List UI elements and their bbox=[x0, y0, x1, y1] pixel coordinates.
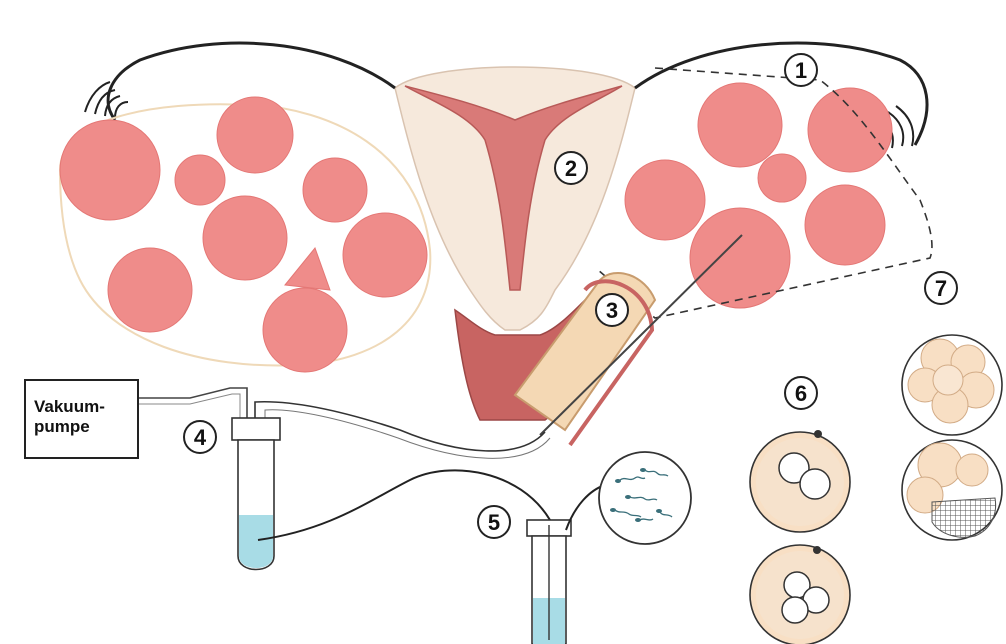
follicle bbox=[263, 288, 347, 372]
collection-tube bbox=[232, 418, 550, 570]
marker-7: 7 bbox=[935, 276, 947, 301]
follicle bbox=[808, 88, 892, 172]
polar-body bbox=[813, 546, 821, 554]
vacuum-pump: Vakuum- pumpe bbox=[25, 380, 138, 458]
polar-body bbox=[814, 430, 822, 438]
collection-tube-stopper bbox=[232, 418, 280, 440]
blastocyst bbox=[902, 440, 1002, 540]
morula bbox=[902, 335, 1002, 435]
follicle bbox=[203, 196, 287, 280]
collection-tube-liquid bbox=[239, 515, 273, 568]
marker-3: 3 bbox=[606, 298, 618, 323]
sperm-magnifier bbox=[599, 452, 691, 544]
marker-1: 1 bbox=[795, 58, 807, 83]
follicle bbox=[303, 158, 367, 222]
early-embryo bbox=[750, 545, 850, 644]
follicle bbox=[217, 97, 293, 173]
vacuum-pump-label-line2: pumpe bbox=[34, 417, 90, 436]
follicle bbox=[175, 155, 225, 205]
follicle bbox=[285, 248, 330, 290]
left-ovary bbox=[60, 97, 430, 372]
pronucleus bbox=[800, 469, 830, 499]
marker-2: 2 bbox=[565, 156, 577, 181]
vacuum-pump-label-line1: Vakuum- bbox=[34, 397, 105, 416]
marker-4: 4 bbox=[194, 425, 207, 450]
culture-tube bbox=[527, 485, 605, 644]
right-ovary bbox=[598, 68, 932, 318]
follicle bbox=[60, 120, 160, 220]
sperm-magnifier-circle bbox=[599, 452, 691, 544]
follicle bbox=[805, 185, 885, 265]
follicle bbox=[758, 154, 806, 202]
cell bbox=[933, 365, 963, 395]
cell bbox=[956, 454, 988, 486]
follicle bbox=[690, 208, 790, 308]
blastomere bbox=[782, 597, 808, 623]
follicle bbox=[108, 248, 192, 332]
fertilized-egg bbox=[750, 430, 850, 532]
marker-5: 5 bbox=[488, 510, 500, 535]
follicle bbox=[698, 83, 782, 167]
cell-grid-icon bbox=[932, 498, 996, 537]
marker-6: 6 bbox=[795, 381, 807, 406]
follicle bbox=[625, 160, 705, 240]
follicle bbox=[343, 213, 427, 297]
